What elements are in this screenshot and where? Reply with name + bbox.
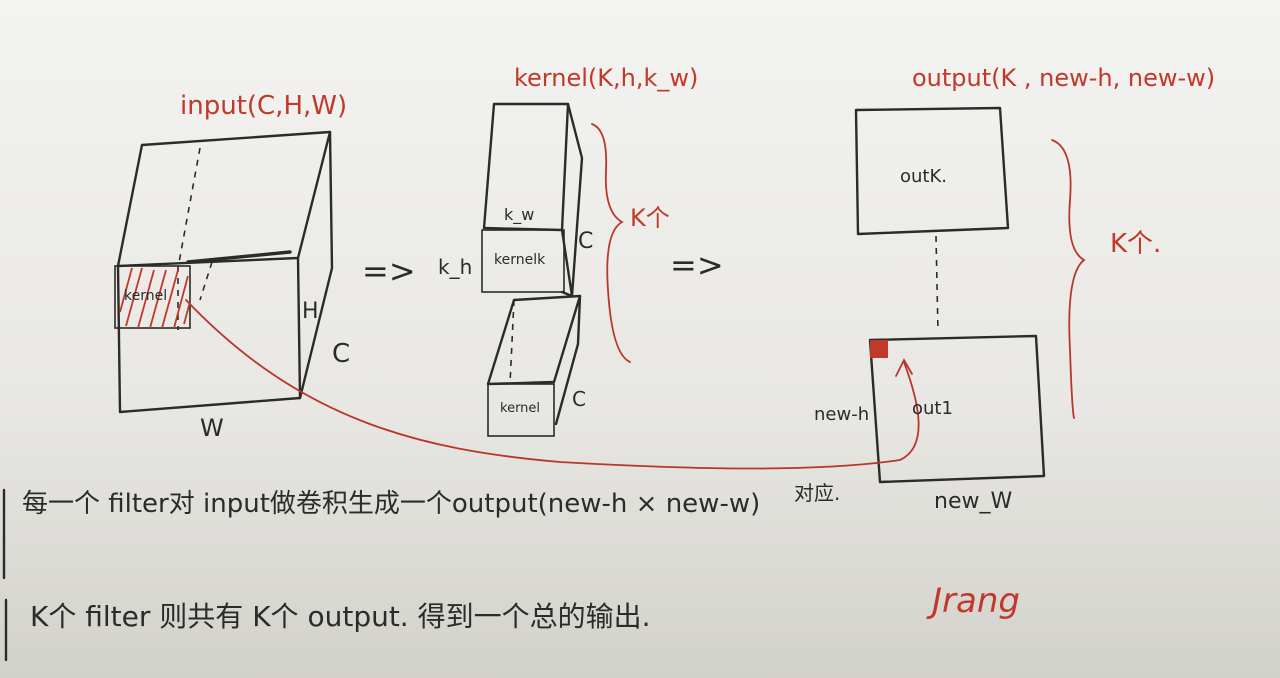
output-cell-highlight [870, 340, 888, 358]
kernel-brace-count: K个 [630, 204, 670, 232]
input-kernel-patch-label: kernel [124, 288, 167, 304]
input-w-label: W [200, 414, 224, 442]
input-h-label: H [302, 299, 319, 324]
input-cube [114, 130, 334, 414]
mapping-curve [185, 299, 920, 470]
output-brace-count: K个. [1110, 229, 1161, 259]
output-new-h-label: new-h [814, 404, 869, 425]
kernel-bottom-label: kernel [500, 401, 540, 416]
kernel-top-label: kernelk [494, 252, 546, 268]
kernel-w-label: k_w [504, 205, 534, 225]
signature: Jrang [926, 581, 1020, 621]
arrow-input-to-kernel: => [362, 252, 416, 290]
note-line-2: K个 filter 则共有 K个 output. 得到一个总的输出. [30, 600, 651, 633]
output-title: output(K , new-h, new-w) [912, 64, 1215, 92]
kernel-top-c-label: C [578, 229, 593, 254]
output-top-label: outK. [900, 166, 947, 187]
kernel-block-top [481, 102, 584, 298]
input-title: input(C,H,W) [180, 91, 347, 121]
kernel-patch-hatching [119, 267, 191, 329]
output-bottom-label: out1 [912, 398, 953, 419]
correspond-label: 对应. [794, 481, 840, 505]
mapping-arrowhead [895, 358, 913, 377]
note-line-1: 每一个 filter对 input做卷积生成一个output(new-h × n… [22, 489, 760, 519]
output-new-w-label: new_W [934, 489, 1012, 514]
kernel-block-bottom [486, 294, 582, 437]
kernel-brace [591, 123, 631, 363]
input-c-label: C [332, 339, 350, 369]
kernel-bottom-c-label: C [572, 387, 586, 411]
output-maps [854, 106, 1046, 484]
kernel-title: kernel(K,h,k_w) [514, 64, 698, 92]
kernel-h-label: k_h [438, 255, 472, 279]
arrow-kernel-to-output: => [670, 246, 724, 284]
output-brace [1051, 139, 1086, 419]
